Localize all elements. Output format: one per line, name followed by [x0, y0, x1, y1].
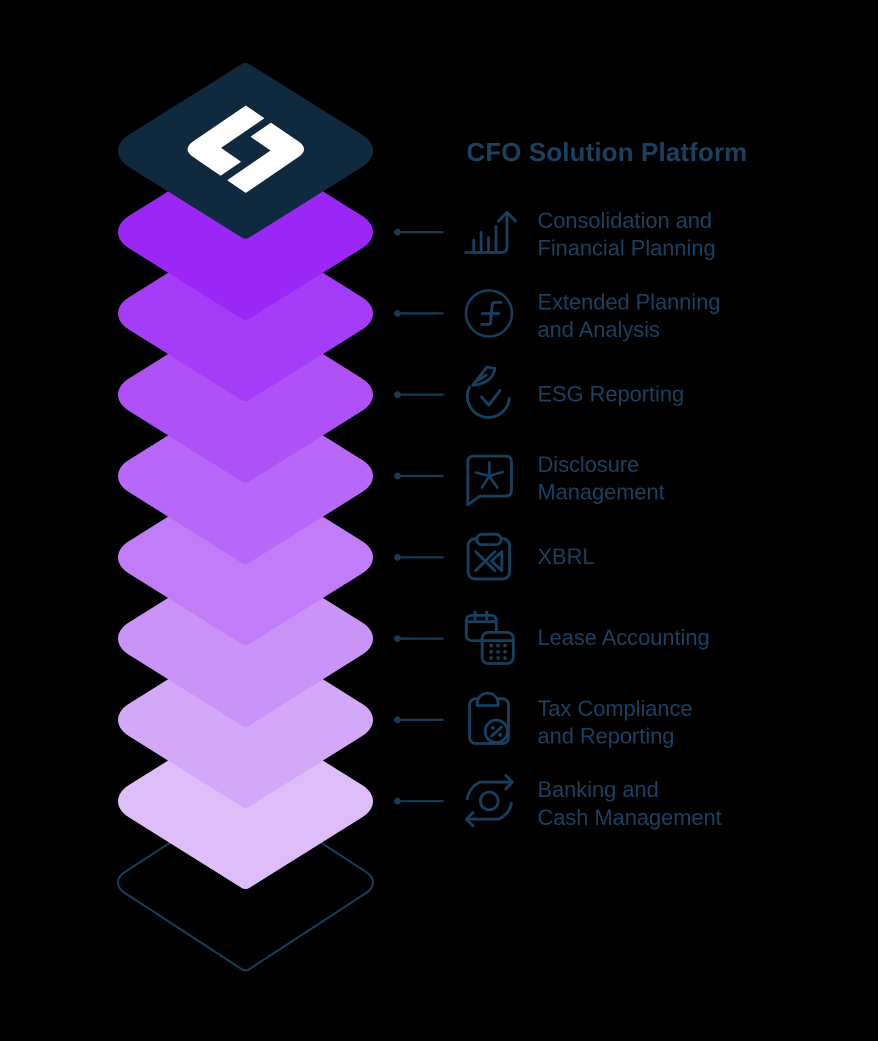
- svg-text:Banking and: Banking and: [538, 777, 659, 802]
- svg-text:Financial Planning: Financial Planning: [538, 236, 716, 261]
- svg-text:Cash Management: Cash Management: [538, 805, 722, 830]
- svg-text:Lease Accounting: Lease Accounting: [538, 625, 710, 650]
- svg-text:Extended Planning: Extended Planning: [538, 289, 721, 314]
- svg-text:Management: Management: [538, 480, 665, 505]
- svg-text:Consolidation and: Consolidation and: [538, 208, 713, 233]
- svg-text:Disclosure: Disclosure: [538, 452, 640, 477]
- svg-text:CFO Solution Platform: CFO Solution Platform: [467, 139, 748, 167]
- svg-text:Tax Compliance: Tax Compliance: [538, 696, 693, 721]
- svg-text:XBRL: XBRL: [538, 544, 595, 569]
- svg-text:and Reporting: and Reporting: [538, 724, 675, 749]
- svg-text:ESG Reporting: ESG Reporting: [538, 381, 685, 406]
- svg-text:and Analysis: and Analysis: [538, 317, 660, 342]
